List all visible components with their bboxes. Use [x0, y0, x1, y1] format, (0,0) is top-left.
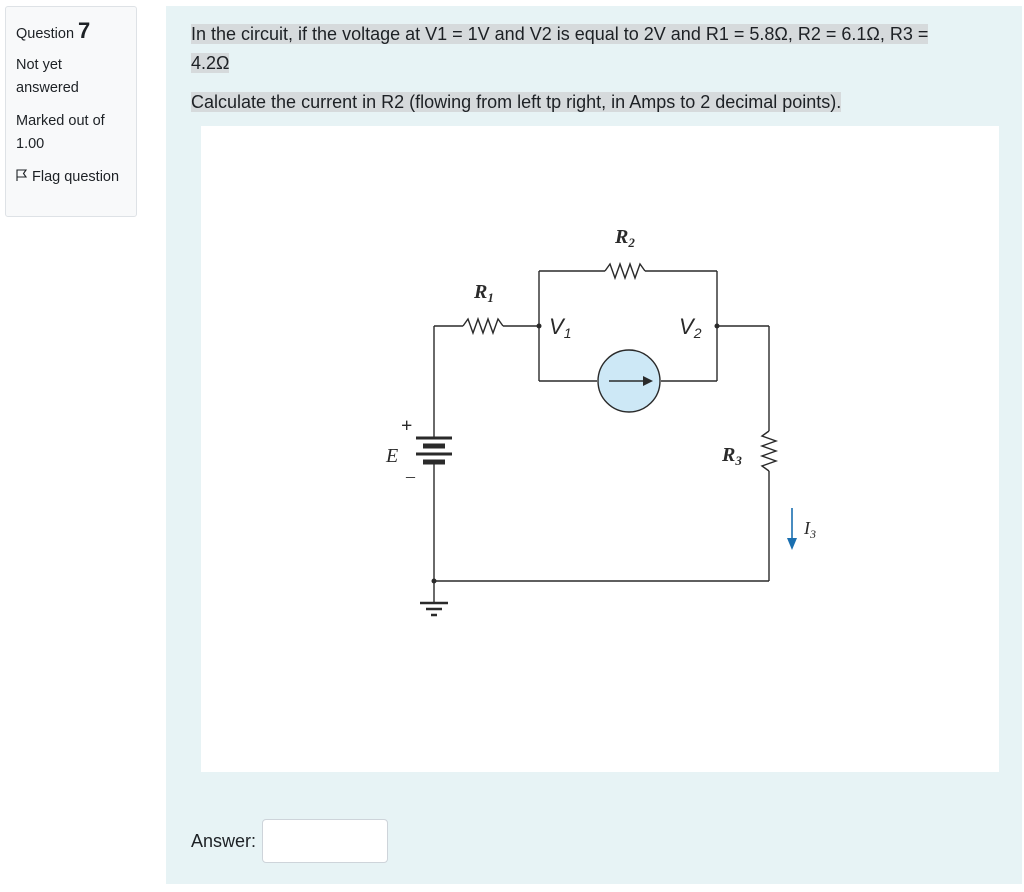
plus-sign: +: [401, 415, 412, 437]
r1-label: R1: [473, 281, 494, 305]
answer-label: Answer:: [191, 830, 257, 851]
circuit-diagram: R1 R2 R3 V1 V2 E + – I3: [201, 126, 999, 772]
question-state: Not yet answered: [16, 57, 79, 96]
v1-label: V1: [549, 314, 571, 341]
question-instruction: Calculate the current in R2 (flowing fro…: [191, 92, 842, 112]
v2-label: V2: [679, 314, 702, 341]
ground-symbol: [420, 601, 448, 617]
answer-input[interactable]: [262, 819, 389, 863]
i3-arrow: [787, 508, 797, 550]
e-label: E: [385, 445, 398, 467]
flag-icon: [16, 169, 28, 181]
r1-resistor: [462, 316, 504, 336]
r2-label: R2: [614, 226, 635, 250]
battery: [416, 431, 452, 471]
question-content: In the circuit, if the voltage at V1 = 1…: [166, 6, 1022, 884]
flag-question-link[interactable]: Flag question: [16, 166, 126, 189]
answer-row: Answer:: [191, 818, 389, 864]
i3-label: I3: [803, 518, 816, 541]
r3-resistor: [759, 430, 779, 472]
question-grade: Marked out of 1.00: [16, 113, 105, 152]
r2-resistor: [604, 261, 646, 281]
question-text: In the circuit, if the voltage at V1 = 1…: [191, 24, 929, 73]
minus-sign: –: [405, 466, 416, 486]
r3-label: R3: [721, 444, 742, 468]
